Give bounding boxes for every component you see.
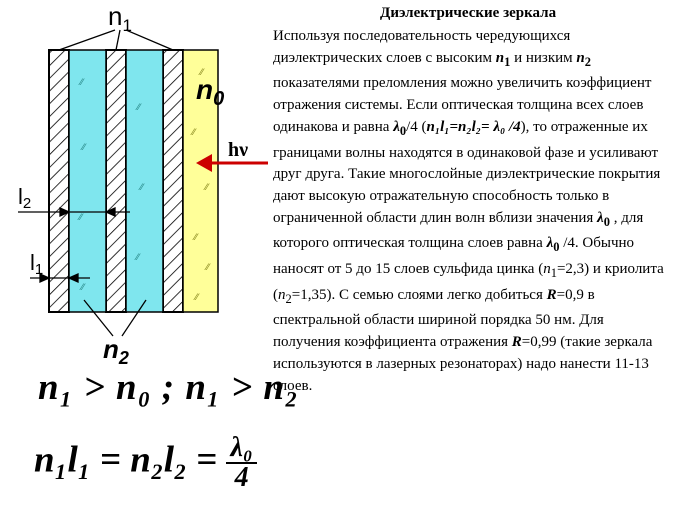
- page-title: Диэлектрические зеркала: [380, 5, 557, 21]
- svg-text:⁄⁄: ⁄⁄: [203, 183, 211, 193]
- incident-light-arrow: [196, 154, 268, 172]
- low-index-layer: [68, 49, 107, 313]
- label-n0: n0: [196, 74, 224, 110]
- inequality-formula: n₁ > n₀ ; n₁ > n₂: [38, 367, 299, 408]
- relation-lhs: n₁l₁ = n₂l₂ =: [34, 439, 218, 481]
- label-n2: n2: [103, 334, 129, 368]
- svg-text:⁄⁄: ⁄⁄: [79, 283, 87, 293]
- dielectric-mirror-diagram: ⁄⁄ ⁄⁄ ⁄⁄ ⁄⁄ ⁄⁄ ⁄⁄ ⁄⁄ ⁄⁄ ⁄⁄ ⁄⁄ ⁄⁄ ⁄⁄ ⁄⁄ n1 n0 hν l…: [18, 1, 268, 368]
- svg-text:⁄⁄: ⁄⁄: [77, 213, 85, 223]
- svg-text:⁄⁄: ⁄⁄: [135, 103, 143, 113]
- svg-text:⁄⁄: ⁄⁄: [190, 128, 198, 138]
- svg-text:⁄⁄: ⁄⁄: [192, 233, 200, 243]
- svg-text:⁄⁄: ⁄⁄: [193, 293, 201, 303]
- low-index-layer: [125, 49, 164, 313]
- substrate-n0: [182, 49, 219, 313]
- lambda-fraction: λ₀ 4: [226, 434, 257, 493]
- svg-text:⁄⁄: ⁄⁄: [138, 183, 146, 193]
- svg-text:⁄⁄: ⁄⁄: [78, 78, 86, 88]
- svg-text:⁄⁄: ⁄⁄: [80, 143, 88, 153]
- label-l1: l1: [30, 250, 43, 278]
- body-text: Используя последовательность чередующихс…: [273, 28, 664, 394]
- l2-dimension: [18, 206, 130, 218]
- l1-dimension: [30, 272, 90, 284]
- fraction-numerator: λ₀: [226, 434, 257, 464]
- label-n1: n1: [108, 1, 132, 35]
- low-index-layers: ⁄⁄ ⁄⁄ ⁄⁄ ⁄⁄ ⁄⁄ ⁄⁄ ⁄⁄: [68, 49, 164, 313]
- svg-text:⁄⁄: ⁄⁄: [198, 68, 206, 78]
- fraction-denominator: 4: [234, 462, 249, 493]
- svg-text:⁄⁄: ⁄⁄: [204, 263, 212, 273]
- n1-arrows: [58, 29, 174, 51]
- svg-text:⁄⁄: ⁄⁄: [134, 253, 142, 263]
- label-hv: hν: [228, 139, 248, 161]
- layer-relation-formula: n₁l₁ = n₂l₂ = λ₀ 4: [34, 434, 257, 492]
- label-l2: l2: [18, 184, 31, 212]
- n2-arrows: [83, 299, 147, 337]
